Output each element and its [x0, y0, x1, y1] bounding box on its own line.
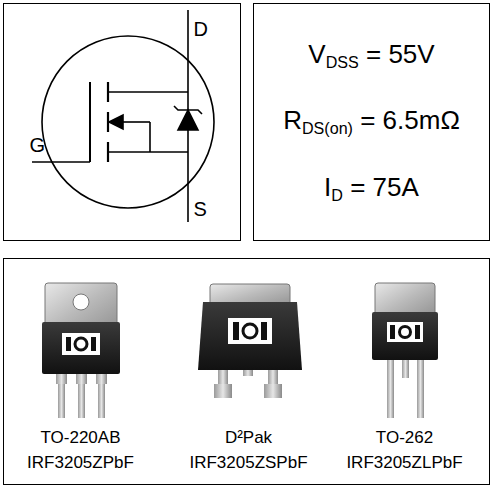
logo-mark	[91, 337, 96, 351]
package-caption: TO-262	[376, 428, 433, 448]
drain-wire	[108, 91, 188, 93]
logo-plate	[228, 318, 272, 344]
lead	[268, 368, 278, 386]
package-caption: D²Pak	[225, 428, 272, 448]
pin-name: S	[194, 198, 207, 221]
logo-mark	[233, 322, 239, 340]
body-wire	[149, 122, 151, 152]
logo-plate	[62, 333, 100, 355]
d2pak-package	[198, 284, 302, 398]
lead-foot	[264, 384, 282, 398]
channel-segment	[107, 142, 109, 162]
epoxy-body	[42, 322, 120, 374]
logo-mark	[261, 322, 267, 340]
package-caption: IRF3205ZLPbF	[346, 453, 462, 473]
lead	[387, 358, 394, 418]
gate-lead	[32, 161, 90, 163]
pin-name: G	[30, 134, 46, 157]
spec-panel: VDSS = 55V RDS(on) = 6.5mΩ ID = 75A	[253, 3, 490, 241]
lead	[417, 358, 424, 418]
source-wire	[108, 151, 188, 153]
spec-value: VDSS = 55V	[308, 40, 434, 71]
logo-mark	[75, 338, 87, 350]
logo-plate	[387, 322, 423, 342]
logo-mark	[66, 337, 71, 351]
package-caption: TO-220AB	[40, 428, 120, 448]
spec-value: RDS(on) = 6.5mΩ	[283, 106, 460, 137]
diode-triangle	[178, 110, 198, 130]
symbol-panel: D G S	[3, 3, 241, 241]
package-caption: IRF3205ZPbF	[27, 453, 134, 473]
to220-package	[42, 283, 120, 418]
logo-mark	[400, 327, 411, 338]
zener-bar	[174, 106, 202, 114]
mosfet-symbol	[32, 10, 214, 222]
epoxy-body	[372, 312, 438, 360]
arrow-head	[109, 115, 123, 129]
gate-plate	[89, 82, 91, 162]
drain-lead	[187, 10, 189, 92]
package-panel: TO-220AB IRF3205ZPbF D²PakIRF3205ZSPbF TO-2…	[3, 258, 490, 485]
channel-segment	[107, 82, 109, 102]
pin-name: D	[194, 18, 208, 41]
to262-package	[372, 283, 438, 418]
lead-foot	[214, 384, 232, 398]
logo-mark	[390, 325, 395, 339]
mount-hole	[73, 294, 89, 310]
logo-mark	[243, 324, 257, 338]
source-lead	[187, 152, 189, 222]
lead	[402, 358, 409, 378]
lead	[218, 368, 228, 386]
package-caption: IRF3205ZSPbF	[189, 453, 307, 473]
epoxy-body	[198, 302, 302, 370]
spec-value: ID = 75A	[324, 173, 419, 204]
logo-mark	[415, 325, 420, 339]
